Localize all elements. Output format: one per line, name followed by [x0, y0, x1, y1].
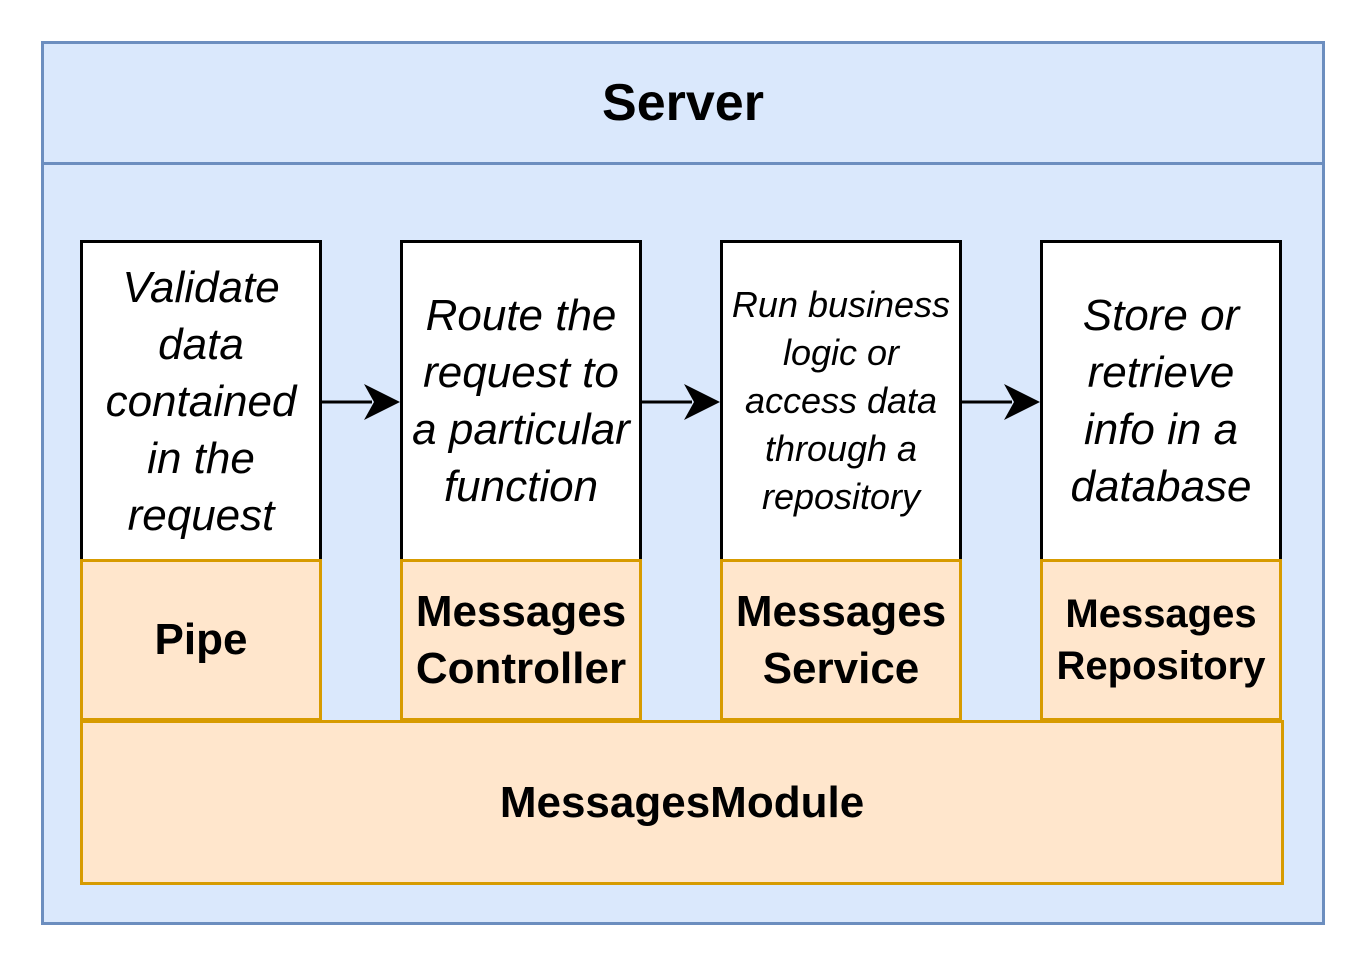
server-header: Server: [44, 44, 1322, 165]
step-description-pipe: Validate data contained in the request: [80, 240, 322, 562]
component-messages-repository: Messages Repository: [1040, 559, 1282, 721]
component-messages-controller: Messages Controller: [400, 559, 642, 721]
component-pipe: Pipe: [80, 559, 322, 721]
messages-module: MessagesModule: [80, 720, 1284, 885]
step-description-service: Run business logic or access data throug…: [720, 240, 962, 562]
step-description-repository: Store or retrieve info in a database: [1040, 240, 1282, 562]
server-title: Server: [602, 74, 764, 132]
step-description-controller: Route the request to a particular functi…: [400, 240, 642, 562]
component-messages-service: Messages Service: [720, 559, 962, 721]
